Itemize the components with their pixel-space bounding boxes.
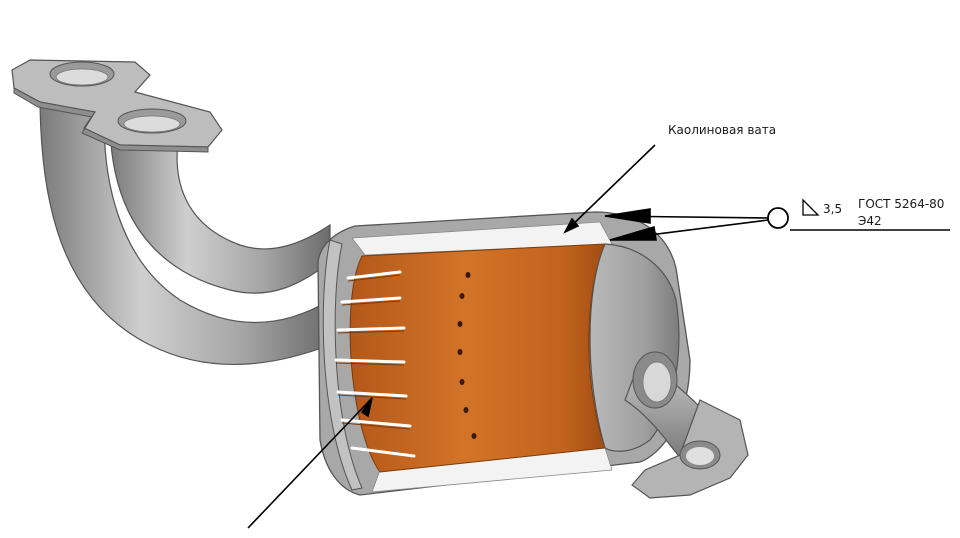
outlet-pipe [624, 351, 749, 499]
weld-symbol [767, 198, 950, 231]
perforation-holes [457, 272, 477, 439]
inlet-flange [11, 59, 223, 153]
leader-lines [247, 144, 769, 529]
weld-leg-size: 3,5 [823, 202, 842, 216]
inlet-fins [334, 270, 416, 458]
fin-leader [247, 397, 373, 529]
insulation-leader [564, 144, 656, 233]
fillet-weld-triangle [802, 198, 820, 216]
weld-electrode: Э42 [858, 214, 882, 228]
weld-standard: ГОСТ 5264-80 [858, 197, 944, 211]
catalyst-core [349, 243, 606, 473]
weld-circle [767, 207, 789, 229]
shell-front-rim [322, 239, 363, 491]
converter-body [317, 211, 691, 496]
insulation-label: Каолиновая вата [668, 123, 776, 137]
